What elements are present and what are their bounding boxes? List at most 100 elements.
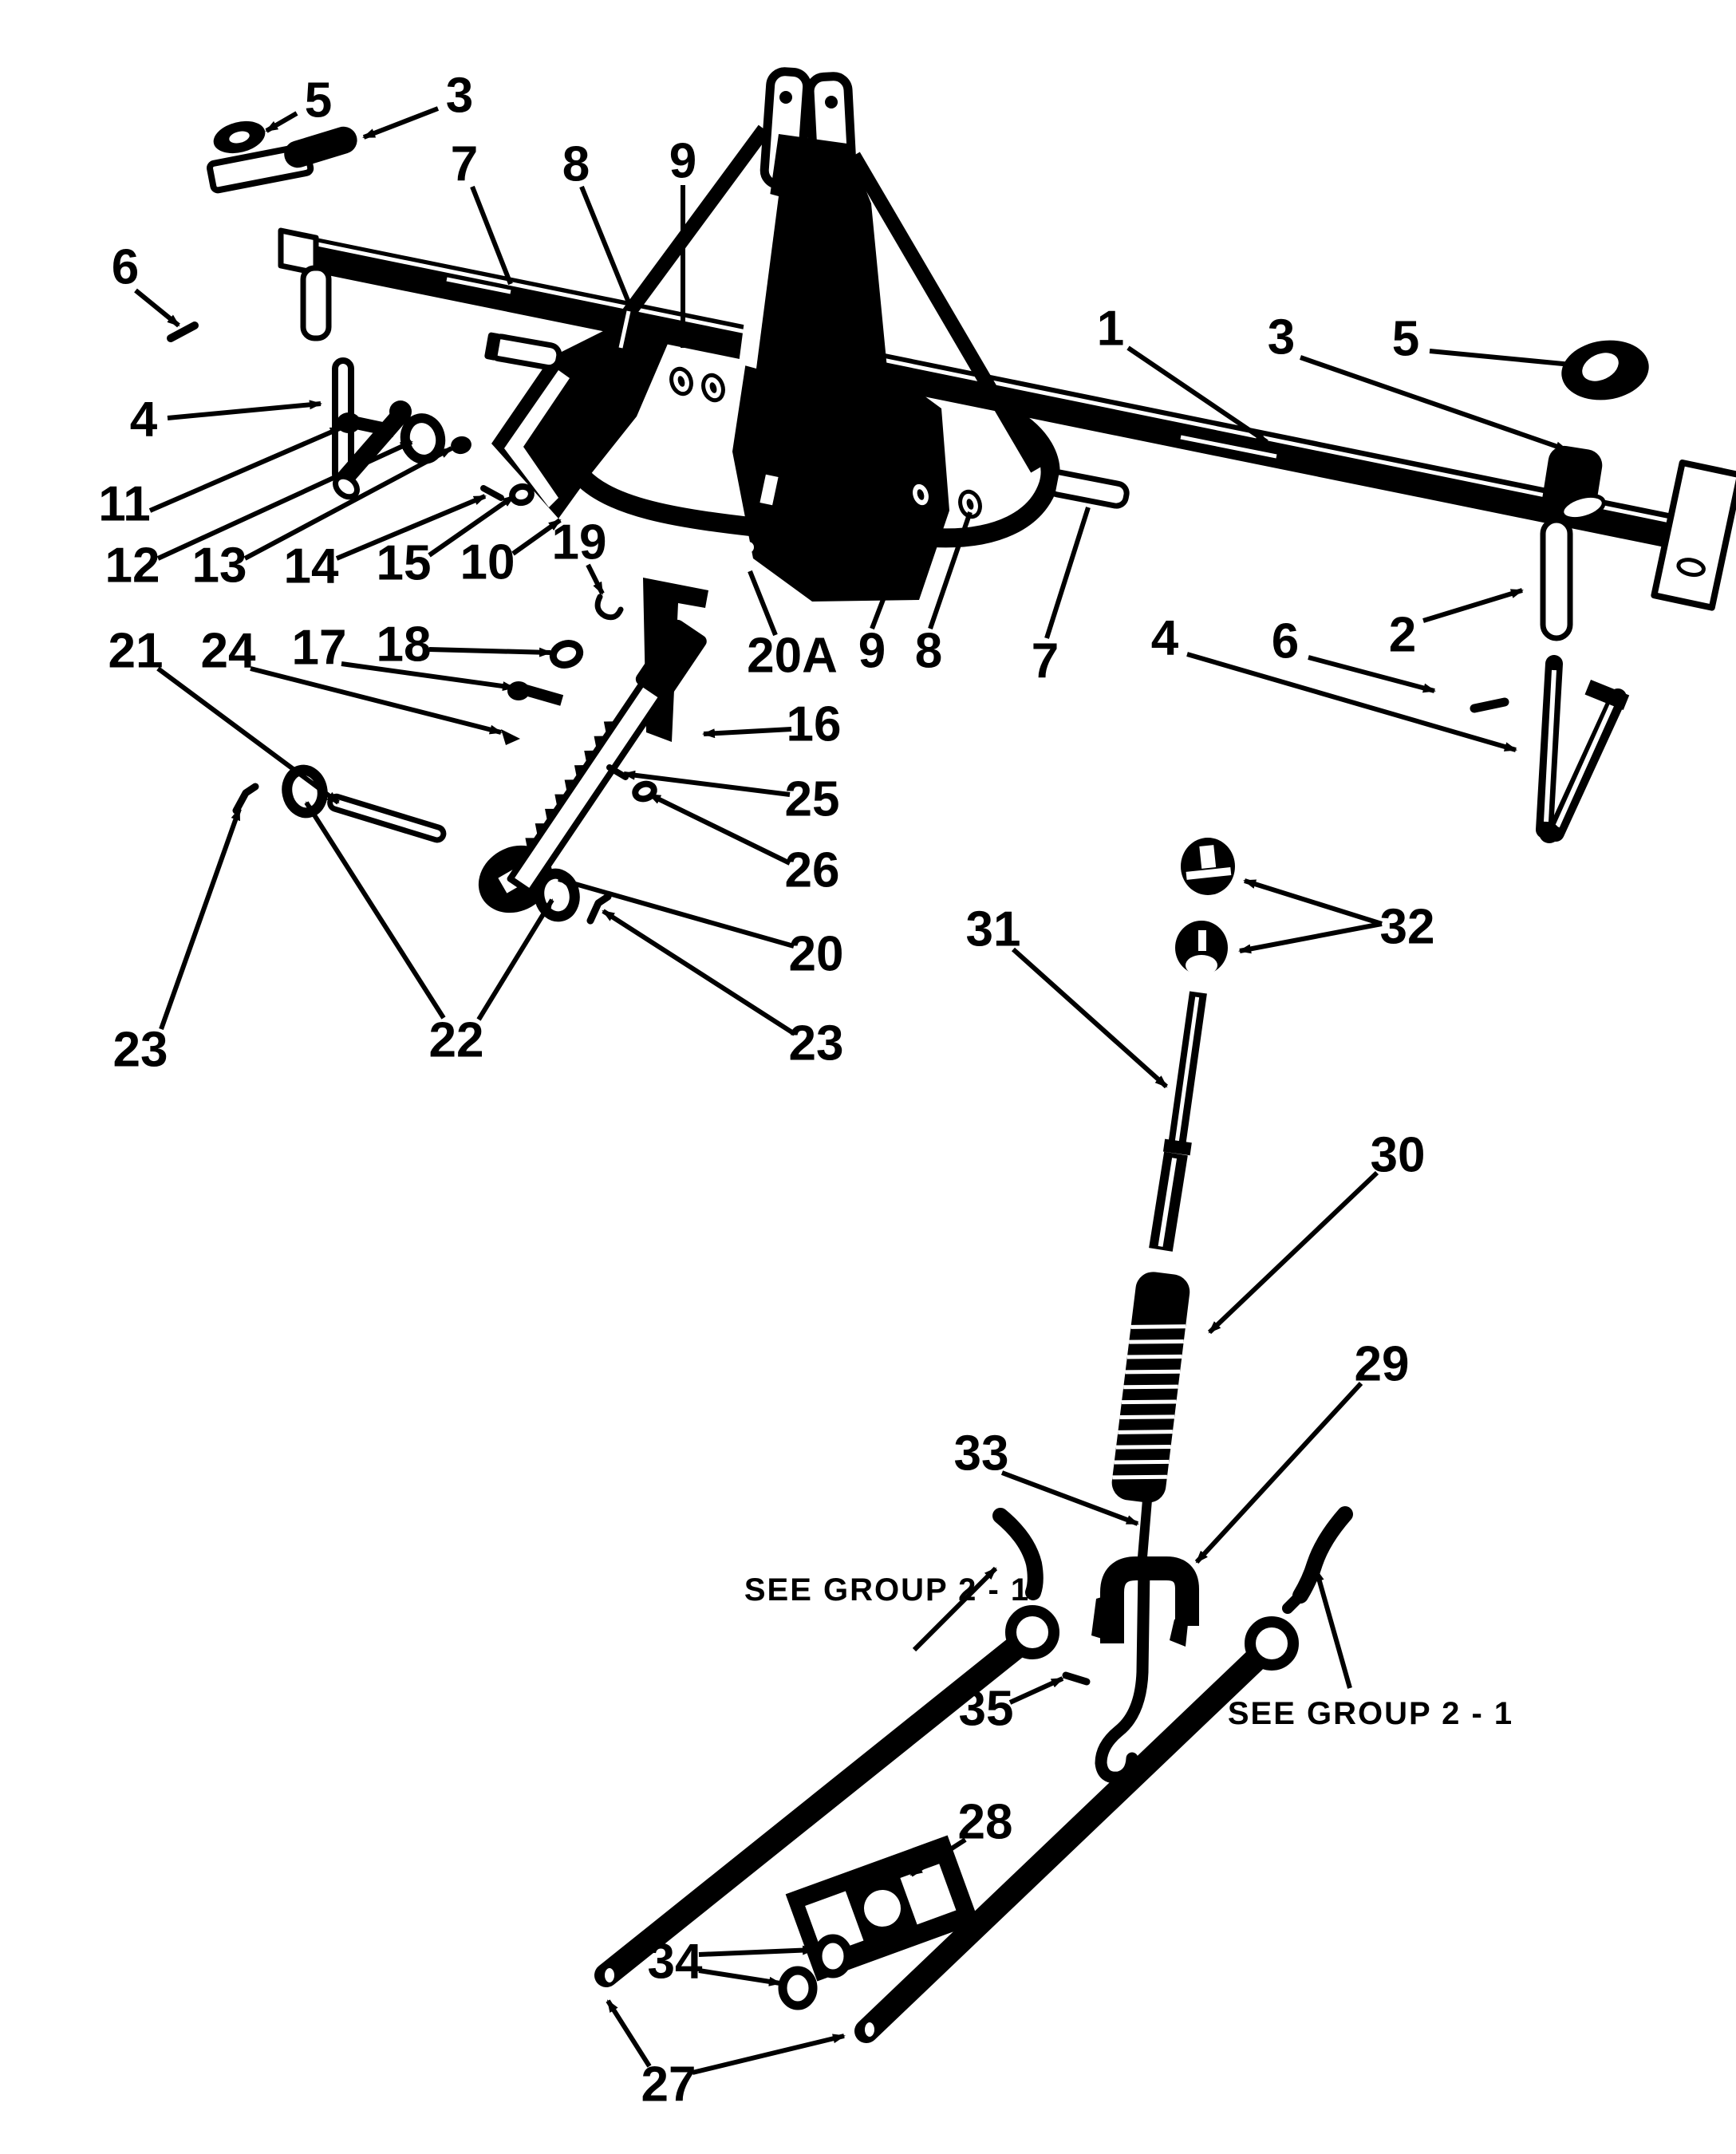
callout-label: 20 — [789, 927, 844, 982]
callout-11: 11 — [98, 425, 343, 532]
right-clevis-pin — [1040, 467, 1130, 509]
callout-label: 26 — [785, 843, 840, 898]
callout-label: 12 — [105, 538, 160, 594]
leader-line — [912, 1566, 998, 1652]
callout-label: 23 — [789, 1016, 844, 1071]
leader-line — [159, 807, 242, 1031]
callout-6: 6 — [1272, 614, 1436, 693]
callout-label: 4 — [130, 393, 158, 448]
callout-8: 8 — [915, 511, 973, 679]
callout-20: 20 — [557, 877, 844, 982]
leader-line — [557, 877, 795, 949]
leader-line — [1238, 921, 1383, 954]
left-draft-arm — [594, 1605, 1059, 1987]
leader-line — [1314, 1568, 1352, 1689]
callout-15: 15 — [377, 494, 515, 591]
leader-line — [362, 106, 440, 140]
callout-28: 28 — [909, 1795, 1013, 1877]
leader-line — [698, 1945, 815, 1957]
callout-4: 4 — [1151, 611, 1517, 752]
leader-line — [1422, 588, 1524, 623]
callout-label: 6 — [112, 240, 139, 295]
callout-label: 7 — [1032, 634, 1059, 689]
callout-16: 16 — [702, 697, 842, 752]
mast-plate — [732, 134, 949, 602]
callout-12: 12 — [105, 440, 413, 594]
callout-label: 3 — [1268, 310, 1295, 365]
spring — [1111, 1272, 1190, 1503]
callout-label: 24 — [201, 624, 256, 679]
callout-30: 30 — [1207, 1128, 1426, 1335]
callout-label: 9 — [669, 134, 696, 189]
callout-4: 4 — [130, 393, 322, 448]
callout-label: 30 — [1371, 1128, 1426, 1183]
callout-label: 21 — [108, 624, 164, 679]
leveling-screw-group — [1062, 838, 1235, 1784]
callout-14: 14 — [284, 494, 487, 594]
leader-line — [148, 425, 343, 513]
callout-label: 15 — [377, 536, 432, 591]
callout-label: 2 — [1389, 608, 1416, 663]
leader-line — [1000, 1470, 1139, 1526]
callout-24: 24 — [201, 624, 503, 735]
callout-label: 10 — [460, 535, 515, 590]
leader-line — [1008, 1676, 1064, 1705]
callout-label: 5 — [1392, 312, 1419, 367]
hardware-row — [337, 412, 535, 507]
left-clevis-pin — [484, 332, 562, 371]
callout-label: 33 — [954, 1426, 1009, 1481]
leader-line — [428, 647, 552, 657]
see-group-note: SEE GROUP 2 - 1 — [1228, 1568, 1512, 1731]
callout-7: 7 — [451, 137, 513, 286]
callout-21: 21 — [108, 624, 340, 805]
callout-label: 5 — [305, 73, 332, 128]
hitch-frame-artwork — [167, 67, 1736, 2043]
right-drop-pin — [1540, 517, 1573, 641]
callout-label: 8 — [562, 137, 590, 192]
callout-label: 4 — [1151, 611, 1179, 666]
callout-label: 16 — [787, 697, 842, 752]
callout-5: 5 — [1392, 312, 1581, 369]
leader-line — [470, 185, 513, 286]
beam-seam — [618, 310, 631, 349]
leader-line — [698, 1968, 782, 1986]
callout-label: 13 — [192, 538, 247, 594]
callout-label: 19 — [552, 515, 607, 570]
leader-line — [1186, 652, 1517, 752]
leader-line — [341, 661, 515, 692]
callout-label: 34 — [648, 1935, 703, 1990]
callout-3: 3 — [362, 69, 473, 140]
leader-line — [579, 185, 633, 308]
leader-line — [622, 770, 791, 797]
callout-label: 20A — [747, 629, 838, 684]
right-diagonal-brace — [847, 152, 1044, 473]
callout-35: 35 — [959, 1676, 1064, 1737]
leader-line — [1429, 349, 1581, 369]
left-lift-link-hook — [992, 1508, 1044, 1600]
callout-label: 22 — [429, 1013, 484, 1068]
right-end-plate — [1651, 459, 1736, 611]
leader-line — [606, 1999, 652, 2068]
leader-line — [134, 288, 180, 328]
leader-line — [1308, 655, 1436, 693]
leveling-lever-assembly — [232, 619, 707, 925]
leader-line — [1194, 1381, 1363, 1564]
leader-line — [1207, 1170, 1379, 1335]
callout-8: 8 — [562, 137, 633, 308]
callout-6: 6 — [112, 240, 180, 328]
callout-9: 9 — [858, 504, 921, 679]
right-end-parts — [1470, 340, 1649, 843]
leader-line — [156, 440, 413, 561]
leader-line — [1300, 355, 1568, 452]
callout-label: 29 — [1355, 1337, 1410, 1392]
beam-pin-holes — [669, 366, 982, 519]
leader-line — [476, 898, 554, 1021]
callout-label: 28 — [958, 1795, 1013, 1850]
callout-label: 9 — [858, 624, 886, 679]
leader-line — [1044, 507, 1091, 639]
leader-line — [428, 494, 515, 558]
left-drop-tube — [300, 265, 332, 341]
